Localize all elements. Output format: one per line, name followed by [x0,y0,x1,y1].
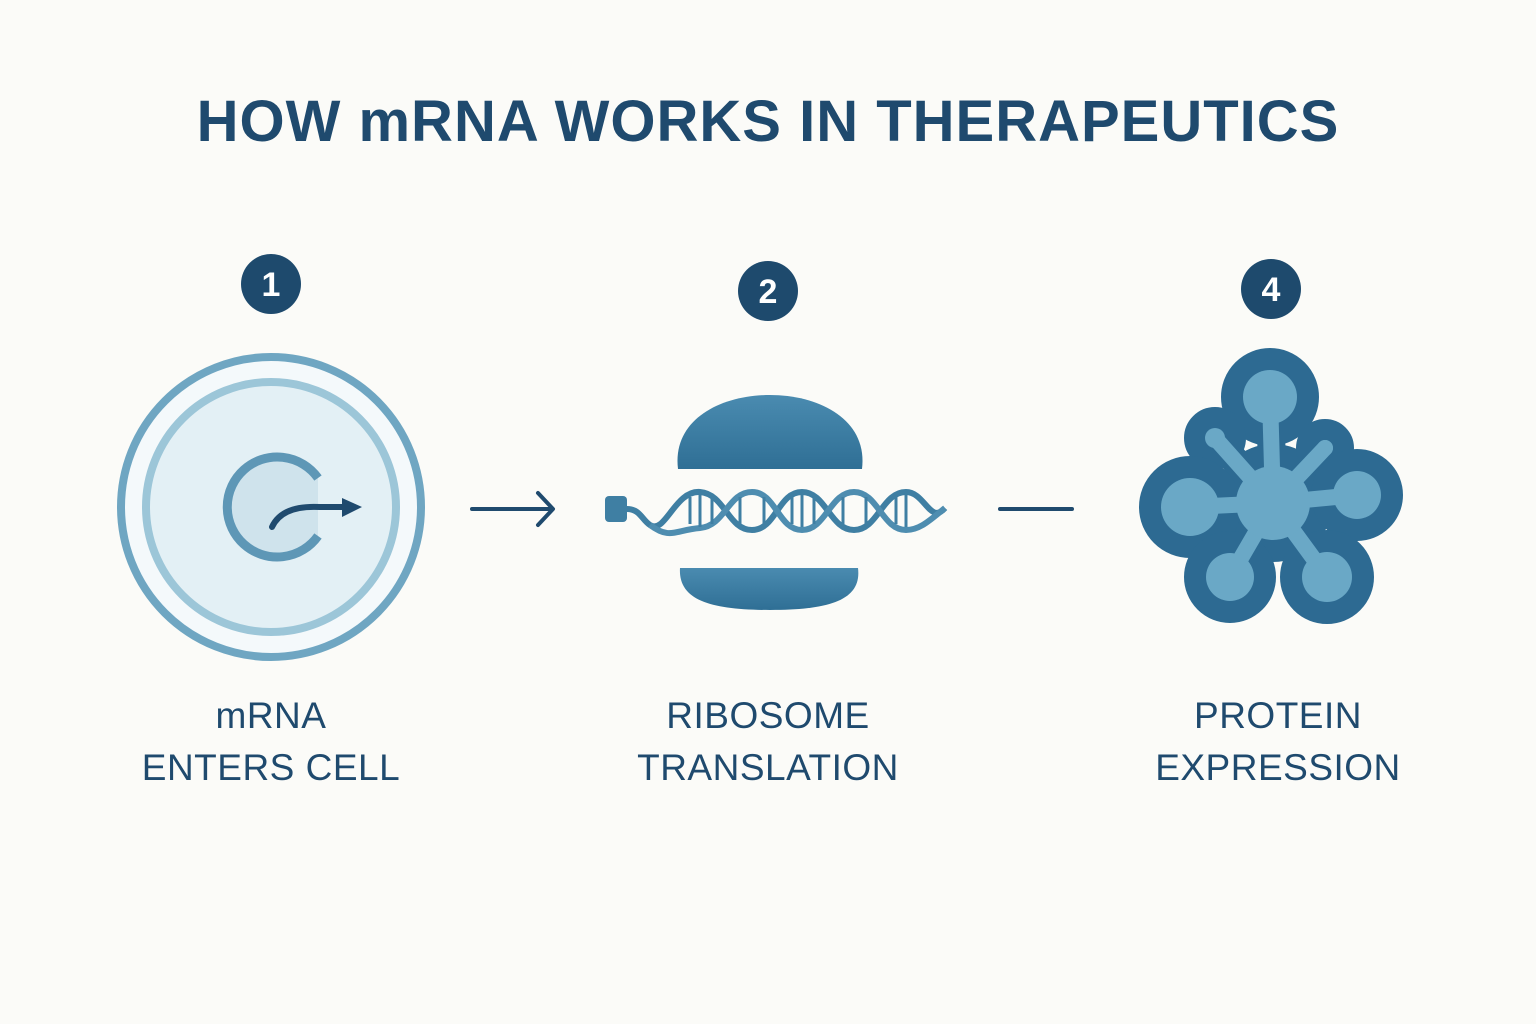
step-1-number: 1 [262,266,281,304]
step-2-label-line1: RIBOSOME [666,695,870,736]
step-2-label: RIBOSOME TRANSLATION [568,690,968,794]
cell-icon [117,353,425,661]
step-1-badge: 1 [241,254,301,314]
step-1-label-line2: ENTERS CELL [141,747,401,788]
ribosome-icon [605,395,948,610]
step-2-number: 2 [759,273,778,311]
step-1-label: mRNA ENTERS CELL [71,690,471,794]
step-3-badge: 4 [1241,259,1301,319]
mrna-strand-icon [626,488,948,537]
step-3-label: PROTEIN EXPRESSION [1078,690,1478,794]
step-3-label-line1: PROTEIN [1194,695,1362,736]
step-2-badge: 2 [738,261,798,321]
step-2-label-line2: TRANSLATION [637,747,899,788]
step-3-label-line2: EXPRESSION [1155,747,1401,788]
step-3-number: 4 [1262,271,1281,309]
step-1-label-line1: mRNA [215,695,327,736]
arrow-icon [470,491,555,527]
protein-icon [1139,348,1403,624]
page-title: HOW mRNA WORKS IN THERAPEUTICS [196,89,1340,154]
